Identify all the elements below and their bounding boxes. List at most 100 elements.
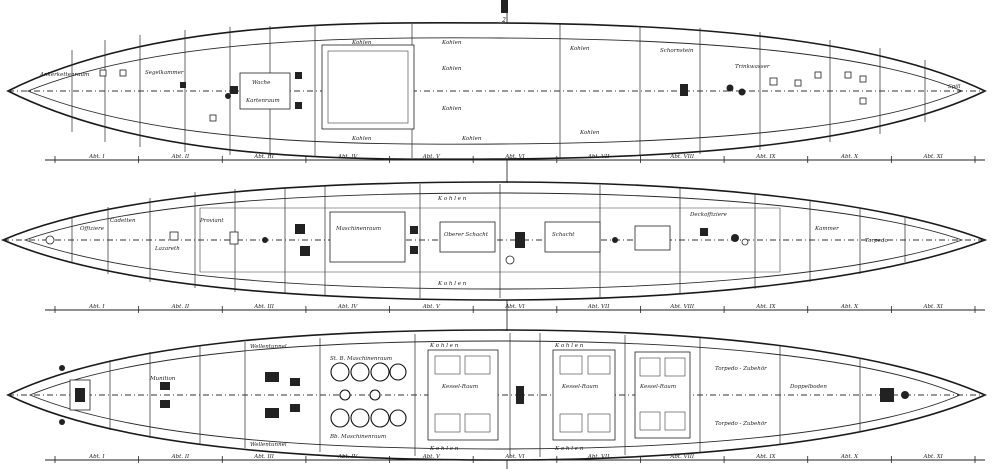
- upper-abteilung-label: Abt. VII: [587, 154, 610, 160]
- lower-abteilung-label: Abt. VIII: [669, 454, 695, 460]
- lower-abteilung-label: Abt. IV: [337, 454, 358, 460]
- upper-label-kohlen-5: Kohlen: [441, 106, 462, 112]
- lower-boilers: [330, 362, 407, 428]
- lower-abteilung-label: Abt. V: [422, 454, 441, 460]
- lower-label-wellentunnel-2: Wellentunnel: [250, 442, 287, 448]
- upper-fittings: [99, 69, 867, 122]
- upper-abteilung-label: Abt. I: [88, 154, 105, 160]
- middle-label-kammer: Kammer: [814, 226, 839, 232]
- middle-abteilung-label: Abt. V: [422, 304, 441, 310]
- lower-bulkheads: [109, 333, 861, 457]
- lower-label-kohlen-top-1: K o h l e n: [429, 343, 459, 349]
- middle-abteilung-label: Abt. X: [840, 304, 859, 310]
- lower-label-torpedo-2: Torpedo - Zubehör: [715, 421, 767, 427]
- upper-abteilung-label: Abt. II: [171, 154, 190, 160]
- lower-label-kohlen-top-2: K o h l e n: [554, 343, 584, 349]
- lower-label-kesselraum-1: Kessel-Raum: [441, 384, 478, 390]
- lower-abteilung-label: Abt. VII: [587, 454, 610, 460]
- upper-label-kohlen-2: Kohlen: [441, 40, 462, 46]
- lower-label-kohlen-bot-2: K o h l e n: [554, 446, 584, 452]
- middle-engine-room: [329, 211, 406, 263]
- middle-label-kohlen-bottom: K o h l e n: [437, 281, 467, 287]
- middle-abteilung-label: Abt. III: [253, 304, 275, 310]
- lower-boiler-rooms: [427, 349, 691, 441]
- middle-abteilung-label: Abt. IV: [337, 304, 358, 310]
- lower-frame-scale: Abt. I Abt. II Abt. III Abt. IV Abt. V Abt. V…: [45, 454, 985, 463]
- upper-label-kohlen-8: Kohlen: [579, 130, 600, 136]
- upper-label-kohlen-3: Kohlen: [569, 46, 590, 52]
- upper-label-schornstein: Schornstein: [660, 48, 694, 54]
- lower-label-munition: Munition: [149, 376, 176, 382]
- lower-abteilung-label: Abt. X: [840, 454, 859, 460]
- upper-label-wache: Wache: [252, 80, 271, 86]
- upper-label-ankerkettenraum: Ankerkettenraum: [39, 72, 89, 78]
- middle-abteilung-label: Abt. II: [171, 304, 190, 310]
- middle-casing: [199, 207, 781, 273]
- sheet-marker: [501, 0, 508, 13]
- upper-central-hatch: [321, 44, 415, 130]
- lower-label-maschinenraum-2: Bb. Maschinenraum: [329, 434, 386, 440]
- sheet-number: 2: [501, 17, 506, 24]
- lower-label-maschinenraum: St. B. Maschinenraum: [330, 356, 392, 362]
- middle-abteilung-label: Abt. I: [88, 304, 105, 310]
- middle-label-proviant: Proviant: [199, 218, 224, 224]
- upper-label-kohlen-6: Kohlen: [351, 136, 372, 142]
- lower-label-kesselraum-2: Kessel-Raum: [561, 384, 598, 390]
- middle-abteilung-label: Abt. VI: [504, 304, 525, 310]
- upper-label-spill: Spill: [948, 84, 961, 90]
- middle-shaft-2: [544, 221, 601, 253]
- lower-abteilung-label: Abt. XI: [923, 454, 944, 460]
- lower-bow-fittings: [59, 365, 91, 425]
- upper-abteilung-label: Abt. VIII: [669, 154, 695, 160]
- upper-frame-scale: Abt. I Abt. II Abt. III Abt. IV Abt. V Abt. V…: [45, 154, 985, 163]
- lower-engine-fittings: [160, 372, 909, 418]
- middle-shaft-1: [439, 221, 496, 253]
- middle-label-schacht: Schacht: [552, 232, 575, 238]
- middle-fittings: [45, 224, 749, 265]
- middle-abteilung-label: Abt. XI: [923, 304, 944, 310]
- upper-central-hatch-inner: [327, 50, 409, 124]
- upper-chart-house: [239, 72, 291, 110]
- middle-label-deckoffiziere: Deckoffiziere: [689, 212, 728, 218]
- middle-label-torpedo: Torpedo: [865, 238, 888, 244]
- lower-abteilung-label: Abt. VI: [504, 454, 525, 460]
- lower-abteilung-label: Abt. II: [171, 454, 190, 460]
- upper-abteilung-label: Abt. XI: [923, 154, 944, 160]
- lower-abteilung-label: Abt. IX: [755, 454, 776, 460]
- upper-abteilung-label: Abt. VI: [504, 154, 525, 160]
- lower-deck-plan: K o h l e n K o h l e n K o h l e n K o …: [6, 329, 987, 463]
- lower-label-kesselraum-3: Kessel-Raum: [639, 384, 676, 390]
- lower-abteilung-label: Abt. I: [88, 454, 105, 460]
- lower-label-torpedo-1: Torpedo - Zubehör: [715, 366, 767, 372]
- middle-abteilung-label: Abt. VIII: [669, 304, 695, 310]
- middle-deck-plan: K o h l e n K o h l e n Maschinenraum Ob…: [0, 181, 988, 313]
- upper-deck-plan: Kohlen Kohlen Kohlen Kohlen Kohlen Kohle…: [6, 21, 987, 163]
- middle-bulkheads: [71, 184, 906, 298]
- upper-label-kohlen-7: Kohlen: [461, 136, 482, 142]
- upper-label-trinkwasser: Trinkwasser: [735, 64, 770, 70]
- middle-abteilung-label: Abt. IX: [755, 304, 776, 310]
- upper-label-kartenraum: Kartenraum: [245, 98, 280, 104]
- middle-label-cadetten: Cadetten: [110, 218, 136, 224]
- upper-abteilung-label: Abt. V: [422, 154, 441, 160]
- upper-abteilung-label: Abt. X: [840, 154, 859, 160]
- upper-abteilung-label: Abt. IX: [755, 154, 776, 160]
- middle-label-lazareth: Lazareth: [154, 246, 180, 252]
- upper-label-kohlen-1: Kohlen: [351, 40, 372, 46]
- middle-label-kohlen-top: K o h l e n: [437, 196, 467, 202]
- upper-label-kohlen-4: Kohlen: [441, 66, 462, 72]
- middle-label-oberer-schacht: Oberer Schacht: [444, 232, 489, 238]
- middle-shaft-3: [634, 225, 671, 251]
- middle-abteilung-label: Abt. VII: [587, 304, 610, 310]
- lower-label-kohlen-bot-1: K o h l e n: [429, 446, 459, 452]
- upper-abteilung-label: Abt. III: [253, 154, 275, 160]
- middle-label-maschinenraum: Maschinenraum: [335, 226, 381, 232]
- upper-label-segelkammer: Segelkammer: [145, 70, 184, 76]
- upper-abteilung-label: Abt. IV: [337, 154, 358, 160]
- middle-frame-scale: Abt. I Abt. II Abt. III Abt. IV Abt. V Abt. V…: [45, 304, 985, 313]
- lower-label-doppelboden: Doppelboden: [789, 384, 827, 390]
- lower-label-wellentunnel-1: Wellentunnel: [250, 344, 287, 350]
- lower-abteilung-label: Abt. III: [253, 454, 275, 460]
- middle-label-offiziere: Offiziere: [80, 226, 105, 232]
